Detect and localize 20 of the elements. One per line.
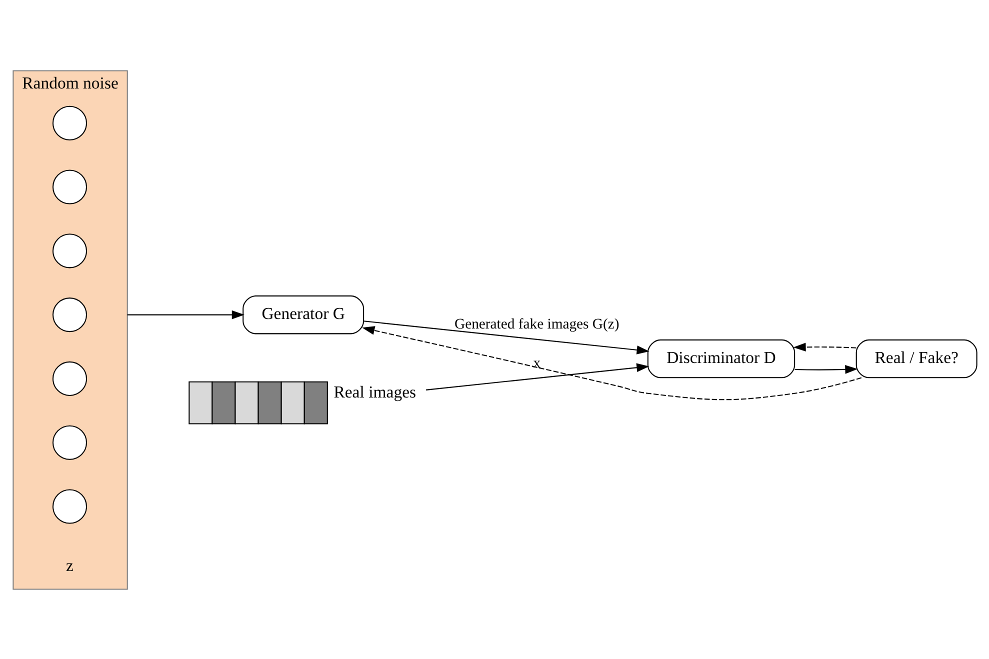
node-label: z xyxy=(66,556,73,575)
edge-label: x xyxy=(532,354,540,371)
arrow xyxy=(792,342,856,352)
node-circle xyxy=(52,105,87,140)
node-circle xyxy=(52,233,87,268)
arrow xyxy=(425,362,649,390)
node-box: Discriminator D xyxy=(646,338,795,378)
node-box: Real / Fake? xyxy=(855,338,977,378)
node-circle xyxy=(52,297,87,332)
arrow xyxy=(126,310,244,319)
node-circle xyxy=(52,424,87,460)
node-label: Real images xyxy=(333,382,416,401)
node-circle xyxy=(52,488,87,524)
node-circle xyxy=(52,169,87,204)
edge-label: Generated fake images G(z) xyxy=(454,316,619,332)
node-box: Generator G xyxy=(242,294,364,334)
arrow xyxy=(362,326,862,400)
arrow xyxy=(794,364,858,374)
arrow xyxy=(363,320,649,354)
node-circle xyxy=(52,360,87,396)
